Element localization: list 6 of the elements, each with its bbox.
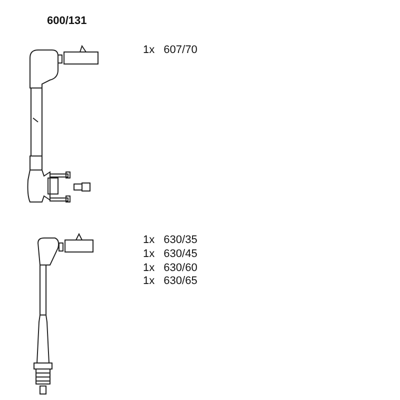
part-quantity-label: 1x 630/65 <box>143 275 198 287</box>
part-quantity-label: 1x 630/35 <box>143 234 198 246</box>
part-number-title: 600/131 <box>47 15 87 27</box>
part-quantity-label: 1x 630/60 <box>143 262 198 274</box>
part-quantity-label: 1x 607/70 <box>143 44 198 56</box>
part-quantity-label: 1x 630/45 <box>143 248 198 260</box>
